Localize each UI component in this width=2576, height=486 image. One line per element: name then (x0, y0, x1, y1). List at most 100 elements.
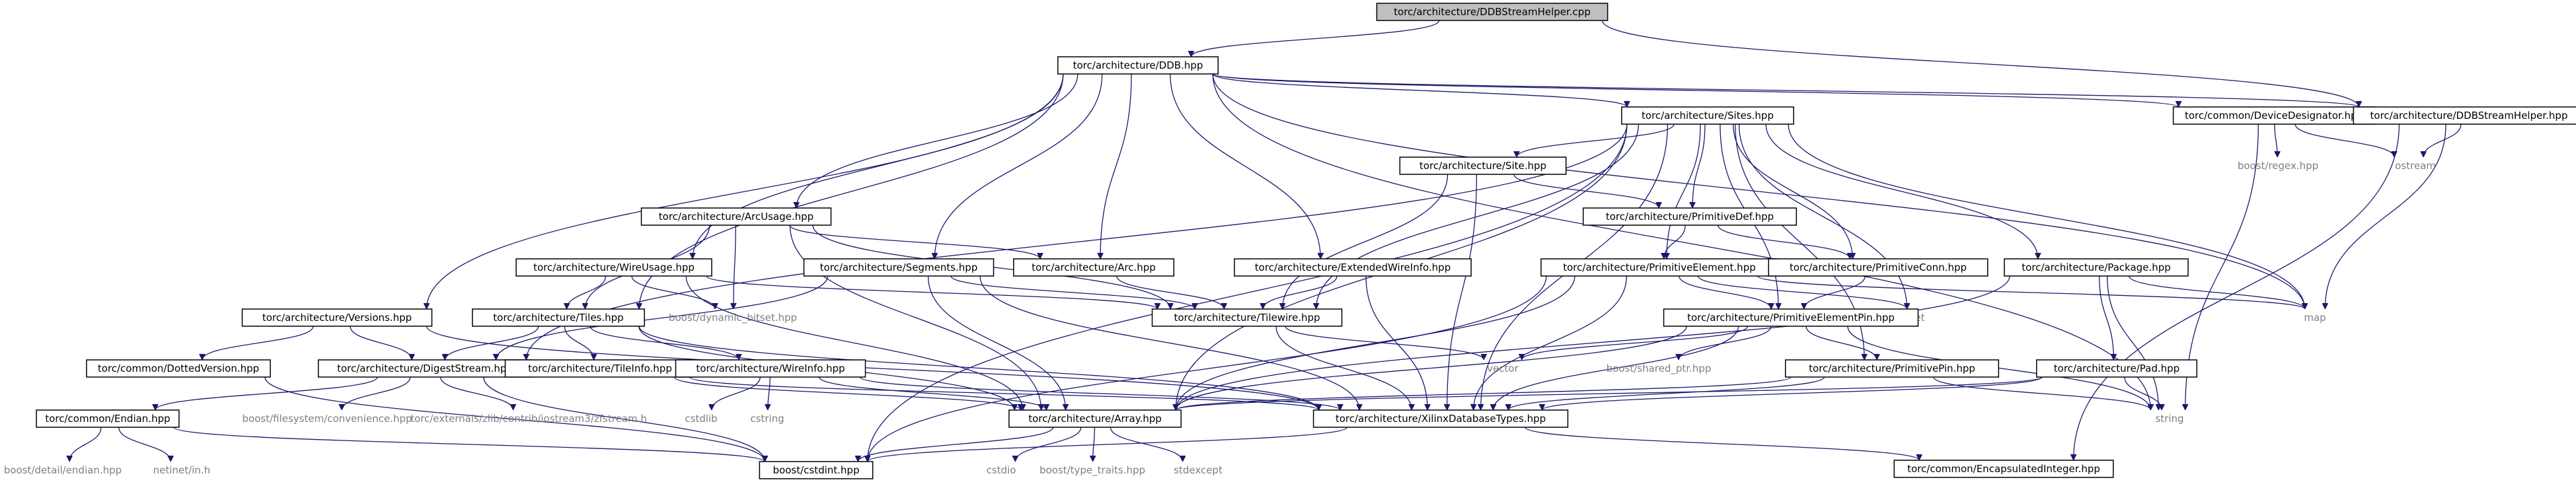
node-box[interactable] (86, 359, 271, 378)
node-primconn[interactable]: torc/architecture/PrimitiveConn.hpp (1768, 258, 1989, 277)
node-box[interactable] (759, 461, 874, 479)
edge-package-to-array (1176, 275, 2010, 410)
node-label: torc/architecture/DDBStreamHelper.cpp (1394, 6, 1591, 18)
node-box[interactable] (241, 308, 433, 327)
node-label: boost/filesystem/convenience.hpp (243, 413, 412, 425)
edge-devdes-to-ostream (2294, 123, 2394, 158)
node-ddb[interactable]: torc/architecture/DDB.hpp (1057, 56, 1219, 75)
node-box[interactable] (317, 359, 533, 378)
edge-tilewire-to-vector (1285, 326, 1484, 361)
node-arc[interactable]: torc/architecture/Arc.hpp (1013, 258, 1174, 277)
node-endian[interactable]: torc/common/Endian.hpp (36, 409, 180, 428)
node-encint[interactable]: torc/common/EncapsulatedInteger.hpp (1893, 460, 2114, 478)
node-array[interactable]: torc/architecture/Array.hpp (1008, 409, 1182, 428)
edge-sites-to-primconn (1733, 123, 1853, 259)
edge-package-to-string (2107, 275, 2159, 410)
edge-primelempin-to-array (1176, 326, 1687, 411)
edge-endian-to-boostendian (69, 427, 102, 462)
node-dotver[interactable]: torc/common/DottedVersion.hpp (86, 359, 271, 378)
node-box[interactable] (1057, 56, 1219, 75)
node-box[interactable] (2353, 106, 2576, 125)
dependency-nodes: torc/architecture/DDBStreamHelper.cpp tor… (4, 3, 2576, 479)
node-box[interactable] (1621, 106, 1794, 125)
node-cstdint[interactable]: boost/cstdint.hpp (759, 461, 874, 479)
node-box[interactable] (1663, 308, 1919, 327)
edge-versions-to-xilinxtypes (426, 326, 1319, 411)
edge-wireinfo-to-array (819, 376, 1047, 411)
node-sharedptr: boost/shared_ptr.hpp (1607, 363, 1712, 375)
node-tileinfo[interactable]: torc/architecture/TileInfo.hpp (504, 359, 696, 378)
node-netinet: netinet/in.h (153, 464, 210, 476)
edge-wireusage-to-tilewire (706, 275, 1158, 310)
node-ostream: ostream (2395, 160, 2436, 172)
node-box[interactable] (1376, 3, 1609, 21)
node-box[interactable] (1312, 409, 1569, 428)
edge-primconn-to-primelempin (1804, 275, 1866, 310)
node-box[interactable] (36, 409, 180, 428)
edge-primpin-to-xilinxtypes (1508, 376, 1825, 411)
node-map: map (2304, 312, 2326, 324)
node-box[interactable] (1784, 359, 2000, 378)
node-primdef[interactable]: torc/architecture/PrimitiveDef.hpp (1582, 207, 1798, 226)
edge-digest-to-zfstream (439, 376, 513, 411)
node-wireusage[interactable]: torc/architecture/WireUsage.hpp (515, 258, 712, 277)
node-box[interactable] (1893, 460, 2114, 478)
node-ddbsh[interactable]: torc/architecture/DDBStreamHelper.hpp (2353, 106, 2576, 125)
node-box[interactable] (2036, 359, 2197, 378)
node-boostregex: boost/regex.hpp (2238, 160, 2318, 172)
dependency-edges (69, 20, 2462, 462)
node-xilinxtypes[interactable]: torc/architecture/XilinxDatabaseTypes.hp… (1312, 409, 1569, 428)
node-label: torc/common/DeviceDesignator.hpp (2185, 110, 2363, 122)
node-box[interactable] (2172, 106, 2376, 125)
node-pad[interactable]: torc/architecture/Pad.hpp (2036, 359, 2197, 378)
node-box[interactable] (515, 258, 712, 277)
node-tilewire[interactable]: torc/architecture/Tilewire.hpp (1151, 308, 1343, 327)
node-label: torc/architecture/PrimitiveElementPin.hp… (1687, 312, 1895, 324)
edge-array-to-cstdio (1015, 427, 1082, 462)
node-versions[interactable]: torc/architecture/Versions.hpp (241, 308, 433, 327)
edge-wireusage-to-dynbitset (631, 275, 715, 310)
node-primpin[interactable]: torc/architecture/PrimitivePin.hpp (1784, 359, 2000, 378)
node-label: torc/architecture/Sites.hpp (1642, 110, 1774, 122)
node-box[interactable] (1234, 258, 1472, 277)
node-arcusage[interactable]: torc/architecture/ArcUsage.hpp (640, 207, 832, 226)
node-site[interactable]: torc/architecture/Site.hpp (1399, 156, 1567, 175)
node-box[interactable] (472, 308, 645, 327)
node-box[interactable] (803, 258, 995, 277)
node-box[interactable] (1008, 409, 1182, 428)
node-box[interactable] (640, 207, 832, 226)
node-root[interactable]: torc/architecture/DDBStreamHelper.cpp (1376, 3, 1609, 21)
edge-wireinfo-to-cstdlib (712, 376, 761, 411)
node-tiles[interactable]: torc/architecture/Tiles.hpp (472, 308, 645, 327)
node-label: torc/architecture/DigestStream.hpp (337, 363, 513, 374)
node-package[interactable]: torc/architecture/Package.hpp (2004, 258, 2189, 277)
edge-digest-to-endian (155, 376, 378, 411)
edge-package-to-pad (2099, 275, 2114, 360)
node-extwire[interactable]: torc/architecture/ExtendedWireInfo.hpp (1234, 258, 1472, 277)
node-digest[interactable]: torc/architecture/DigestStream.hpp (317, 359, 533, 378)
node-sites[interactable]: torc/architecture/Sites.hpp (1621, 106, 1794, 125)
node-box[interactable] (1582, 207, 1798, 226)
edge-package-to-map (2129, 275, 2305, 310)
edge-ddb-to-devdes (1212, 73, 2178, 108)
node-devdes[interactable]: torc/common/DeviceDesignator.hpp (2172, 106, 2376, 125)
edge-primelem-to-array (1176, 275, 1575, 410)
node-label: torc/architecture/DDBStreamHelper.hpp (2370, 110, 2568, 122)
node-box[interactable] (1399, 156, 1567, 175)
node-segments[interactable]: torc/architecture/Segments.hpp (803, 258, 995, 277)
node-box[interactable] (1151, 308, 1343, 327)
node-box[interactable] (2004, 258, 2189, 277)
node-wireinfo[interactable]: torc/architecture/WireInfo.hpp (675, 359, 866, 378)
node-box[interactable] (675, 359, 866, 378)
node-box[interactable] (1768, 258, 1989, 277)
node-box[interactable] (1013, 258, 1174, 277)
edge-segments-to-xilinxtypes (979, 275, 1359, 410)
edge-primelem-to-primelempin (1679, 275, 1771, 310)
edge-arc-to-tilewire (1116, 275, 1224, 310)
edge-versions-to-dotver (202, 326, 314, 361)
node-primelempin[interactable]: torc/architecture/PrimitiveElementPin.hp… (1663, 308, 1919, 327)
edge-ddb-to-arc (1100, 73, 1132, 259)
node-label: torc/externals/zlib/contrib/iostream3/zf… (410, 413, 647, 425)
node-primelem[interactable]: torc/architecture/PrimitiveElement.hpp (1540, 258, 1778, 277)
edge-ddbsh-to-encint (2074, 123, 2400, 460)
